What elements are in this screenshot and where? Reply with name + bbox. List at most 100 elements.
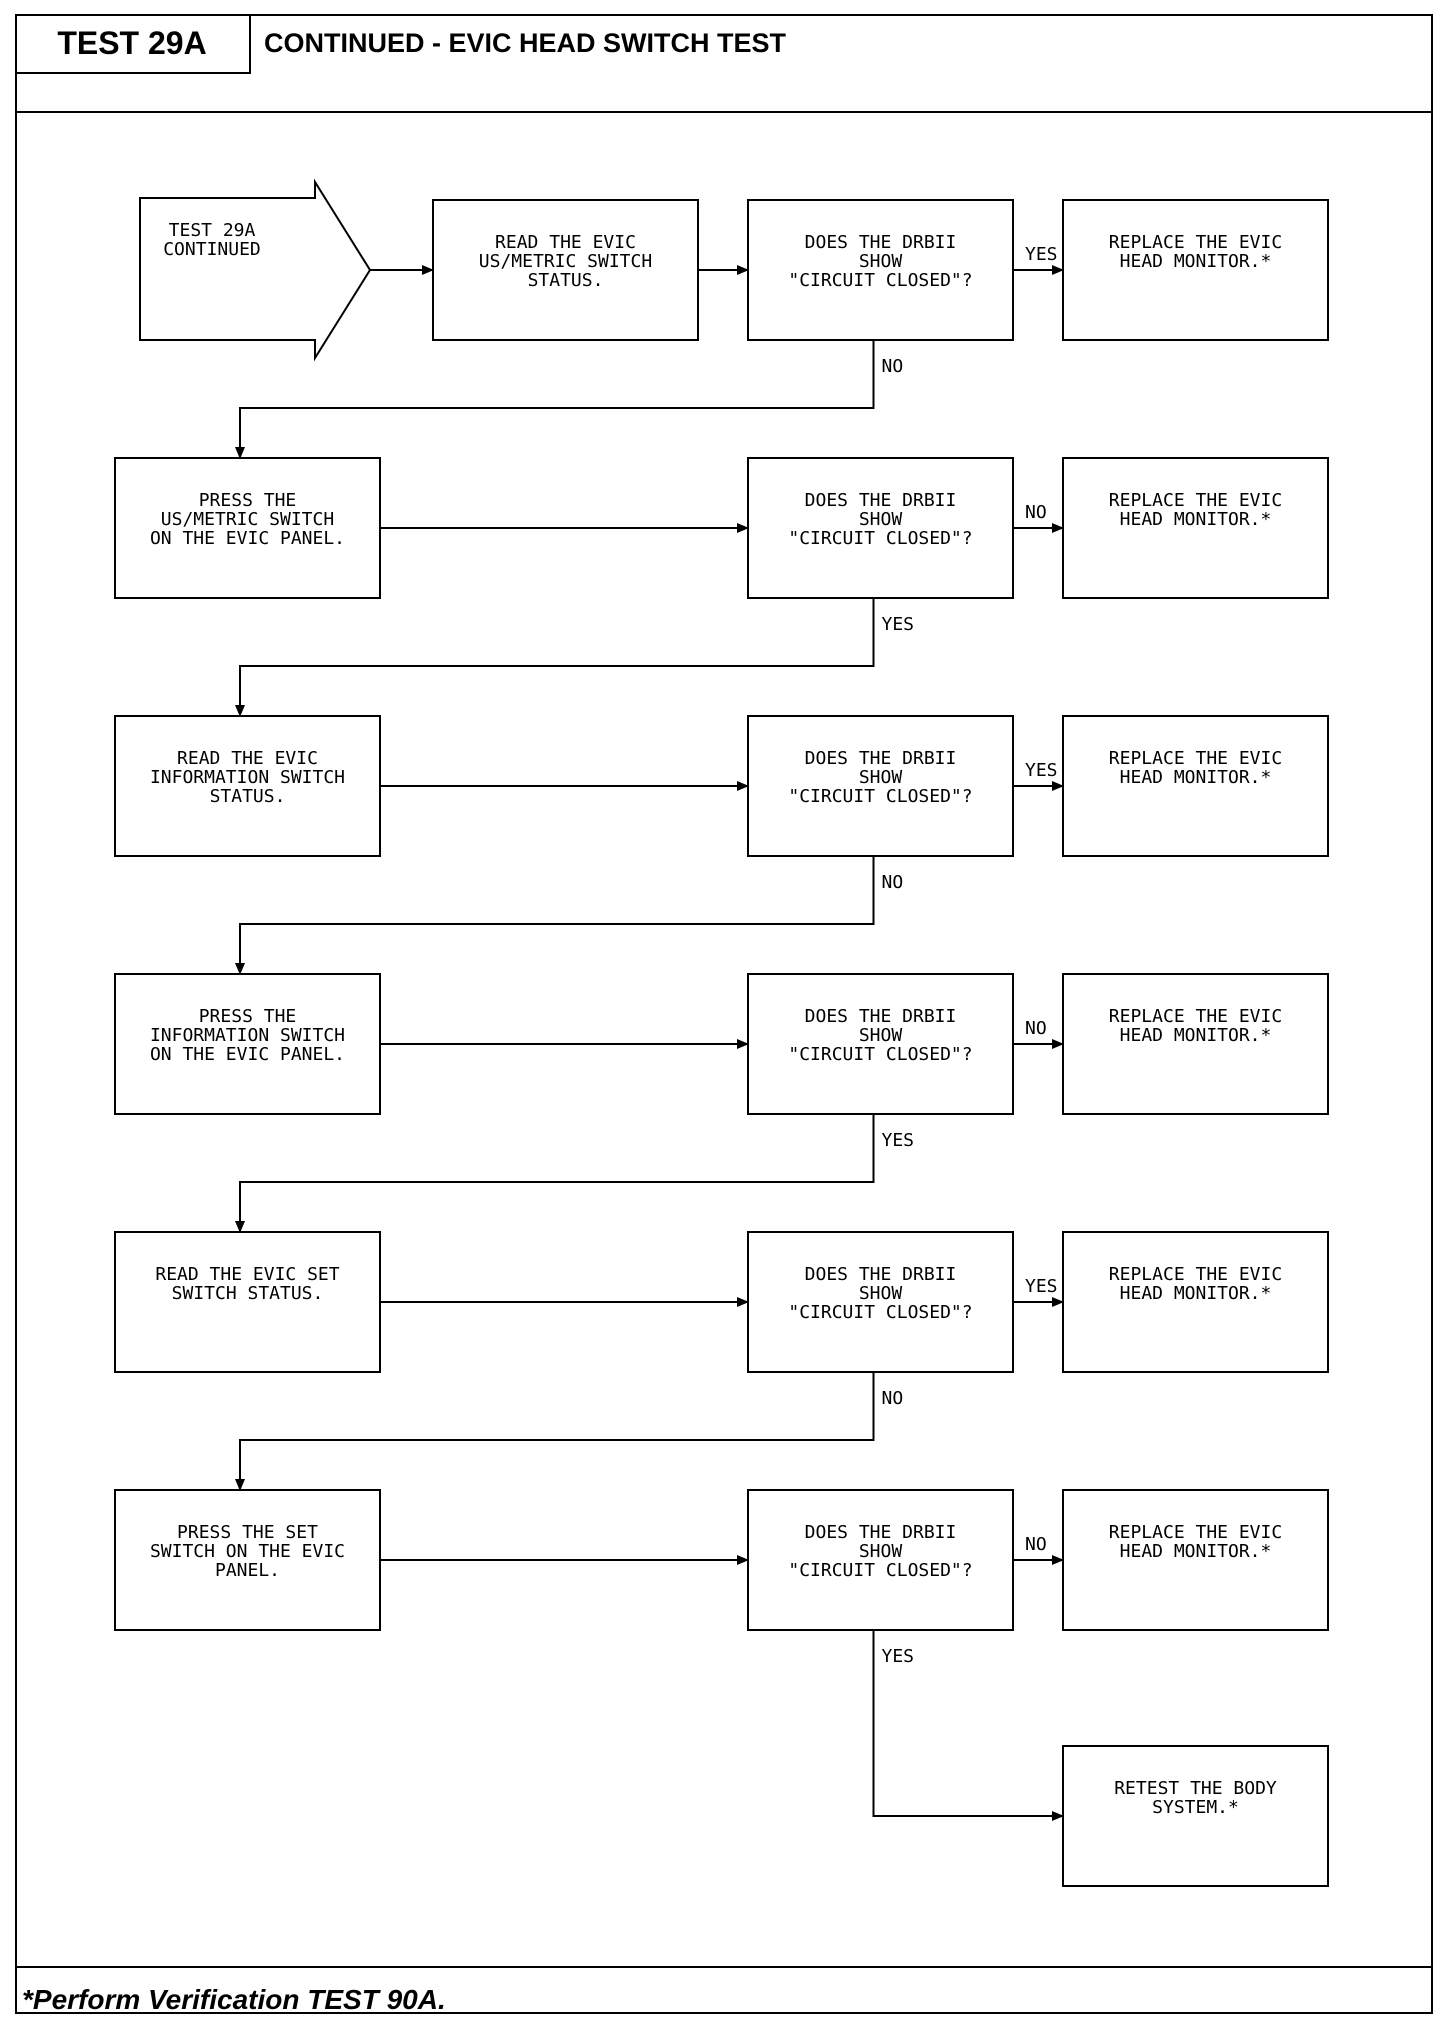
result-box-2 [1062, 457, 1329, 599]
decision-box-4-text-line: SHOW [859, 1025, 903, 1046]
branch-label-down-4: YES [882, 1130, 915, 1151]
decision-box-1-text-line: DOES THE DRBII [805, 232, 957, 253]
action-box-1-text-line: STATUS. [528, 270, 604, 291]
action-box-6-text-line: PANEL. [215, 1560, 280, 1581]
decision-box-6-text-line: "CIRCUIT CLOSED"? [788, 1560, 972, 1581]
decision-box-4-text-line: "CIRCUIT CLOSED"? [788, 1044, 972, 1065]
start-arrow-text-line: CONTINUED [163, 239, 261, 260]
decision-box-6-text-line: DOES THE DRBII [805, 1522, 957, 1543]
decision-box-2-text-line: SHOW [859, 509, 903, 530]
decision-box-3-text-line: "CIRCUIT CLOSED"? [788, 786, 972, 807]
start-arrow-shape [139, 178, 372, 362]
action-box-4 [114, 973, 381, 1115]
result-box-6-text-line: HEAD MONITOR.* [1120, 1541, 1272, 1562]
action-box-3-text-line: READ THE EVIC [177, 748, 318, 769]
decision-box-5-text-line: "CIRCUIT CLOSED"? [788, 1302, 972, 1323]
action-box-5-text-line: SWITCH STATUS. [172, 1283, 324, 1304]
result-box-5-text-line: REPLACE THE EVIC [1109, 1264, 1282, 1285]
branch-label-down-3: NO [882, 872, 904, 893]
result-box-6 [1062, 1489, 1329, 1631]
branch-label-right-3: YES [1025, 760, 1058, 781]
result-box-1-text-line: REPLACE THE EVIC [1109, 232, 1282, 253]
decision-box-3-text-line: SHOW [859, 767, 903, 788]
decision-box-6-text-line: SHOW [859, 1541, 903, 1562]
action-box-2-text-line: US/METRIC SWITCH [161, 509, 334, 530]
action-box-1-text-line: READ THE EVIC [495, 232, 636, 253]
connector-decision-to-next-2 [235, 598, 875, 717]
decision-box-6 [747, 1489, 1014, 1631]
decision-box-1-text-line: SHOW [859, 251, 903, 272]
decision-box-2-text-line: DOES THE DRBII [805, 490, 957, 511]
connector-decision-to-next-4 [235, 1114, 875, 1233]
branch-label-down-5: NO [882, 1388, 904, 1409]
action-box-6-text-line: SWITCH ON THE EVIC [150, 1541, 345, 1562]
decision-box-5-text-line: DOES THE DRBII [805, 1264, 957, 1285]
branch-label-down-6: YES [882, 1646, 915, 1667]
action-box-2-text-line: ON THE EVIC PANEL. [150, 528, 345, 549]
test-id-label: TEST 29A [15, 14, 251, 74]
header-divider [15, 111, 1433, 113]
action-box-1-text-line: US/METRIC SWITCH [479, 251, 652, 272]
result-box-3 [1062, 715, 1329, 857]
final-box [1062, 1745, 1329, 1887]
branch-label-down-1: NO [882, 356, 904, 377]
action-box-1 [432, 199, 699, 341]
branch-label-right-1: YES [1025, 244, 1058, 265]
action-box-3-text-line: INFORMATION SWITCH [150, 767, 345, 788]
result-box-6-text-line: REPLACE THE EVIC [1109, 1522, 1282, 1543]
action-box-5-text-line: READ THE EVIC SET [155, 1264, 339, 1285]
action-box-4-text-line: PRESS THE [199, 1006, 297, 1027]
verification-note: *Perform Verification TEST 90A. [22, 1984, 446, 2015]
final-box-text-line: SYSTEM.* [1152, 1797, 1239, 1818]
result-box-3-text-line: REPLACE THE EVIC [1109, 748, 1282, 769]
connector-decision-to-next-3 [235, 856, 875, 975]
start-arrow-text-line: TEST 29A [169, 220, 256, 241]
connector-decision-to-final [872, 1630, 1064, 1821]
action-box-3-text-line: STATUS. [210, 786, 286, 807]
branch-label-right-2: NO [1025, 502, 1047, 523]
connector-decision-to-next-5 [235, 1372, 875, 1491]
result-box-2-text-line: HEAD MONITOR.* [1120, 509, 1272, 530]
branch-label-right-5: YES [1025, 1276, 1058, 1297]
decision-box-5 [747, 1231, 1014, 1373]
action-box-3 [114, 715, 381, 857]
decision-box-4-text-line: DOES THE DRBII [805, 1006, 957, 1027]
result-box-2-text-line: REPLACE THE EVIC [1109, 490, 1282, 511]
connector-decision-to-next-1 [235, 340, 875, 459]
result-box-3-text-line: HEAD MONITOR.* [1120, 767, 1272, 788]
result-box-5-text-line: HEAD MONITOR.* [1120, 1283, 1272, 1304]
decision-box-2-text-line: "CIRCUIT CLOSED"? [788, 528, 972, 549]
branch-label-right-4: NO [1025, 1018, 1047, 1039]
action-box-6-text-line: PRESS THE SET [177, 1522, 318, 1543]
result-box-4-text-line: REPLACE THE EVIC [1109, 1006, 1282, 1027]
page-frame [15, 14, 1433, 2014]
page-title: CONTINUED - EVIC HEAD SWITCH TEST [264, 28, 787, 58]
result-box-1-text-line: HEAD MONITOR.* [1120, 251, 1272, 272]
action-box-4-text-line: ON THE EVIC PANEL. [150, 1044, 345, 1065]
branch-label-down-2: YES [882, 614, 915, 635]
result-box-4-text-line: HEAD MONITOR.* [1120, 1025, 1272, 1046]
decision-box-3-text-line: DOES THE DRBII [805, 748, 957, 769]
branch-label-right-6: NO [1025, 1534, 1047, 1555]
decision-box-3 [747, 715, 1014, 857]
action-box-6 [114, 1489, 381, 1631]
